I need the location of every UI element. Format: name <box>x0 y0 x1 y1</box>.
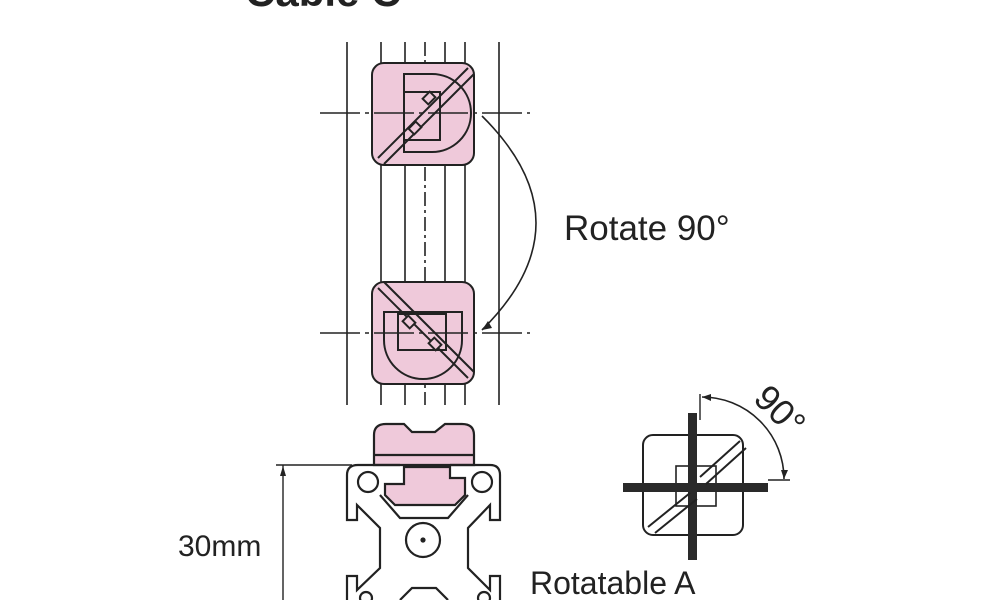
dimension-label: 30mm <box>178 530 261 563</box>
rotation-detail <box>623 394 790 560</box>
rotate-arrow-arc <box>481 115 537 331</box>
dimension-arrow-icon <box>280 466 286 476</box>
connector-block-upper <box>371 62 475 166</box>
diagram-title: Cable C <box>245 0 401 15</box>
angle-label: 90° <box>746 377 813 444</box>
center-lines <box>320 112 530 334</box>
aluminum-profile <box>345 422 502 600</box>
arrowhead-icon <box>482 321 492 330</box>
dimension-line <box>276 464 352 600</box>
rotate-label: Rotate 90° <box>564 209 730 248</box>
bottom-label: Rotatable A <box>530 565 696 600</box>
